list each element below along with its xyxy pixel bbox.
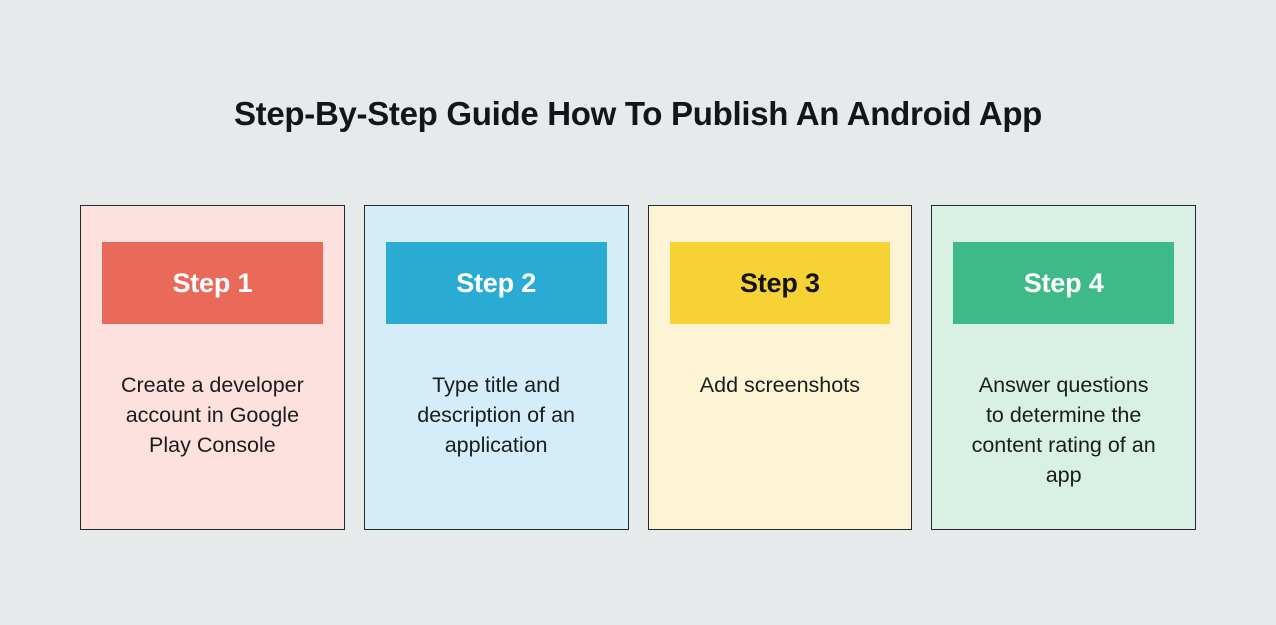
page-title: Step-By-Step Guide How To Publish An And… bbox=[233, 95, 1043, 132]
step-4-description: Answer questions to determine the conten… bbox=[971, 373, 1156, 487]
step-4-label: Step 4 bbox=[1023, 267, 1104, 298]
step-card-3: Step 3 Add screenshots bbox=[647, 205, 913, 530]
step-3-description: Add screenshots bbox=[699, 373, 860, 397]
step-1-description: Create a developer account in Google Pla… bbox=[120, 373, 304, 457]
step-card-4: Step 4 Answer questions to determine the… bbox=[931, 205, 1196, 530]
step-4-header: Step 4 bbox=[953, 242, 1174, 324]
steps-row: Step 1 Create a developer account in Goo… bbox=[80, 205, 1196, 530]
step-1-label: Step 1 bbox=[172, 267, 253, 298]
step-2-header: Step 2 bbox=[385, 242, 607, 324]
step-3-label: Step 3 bbox=[739, 267, 820, 298]
step-card-2: Step 2 Type title and description of an … bbox=[363, 205, 629, 530]
step-card-1: Step 1 Create a developer account in Goo… bbox=[80, 205, 345, 530]
step-2-label: Step 2 bbox=[456, 267, 537, 298]
step-2-description: Type title and description of an applica… bbox=[417, 373, 575, 457]
step-3-header: Step 3 bbox=[669, 242, 891, 324]
step-1-header: Step 1 bbox=[102, 242, 323, 324]
